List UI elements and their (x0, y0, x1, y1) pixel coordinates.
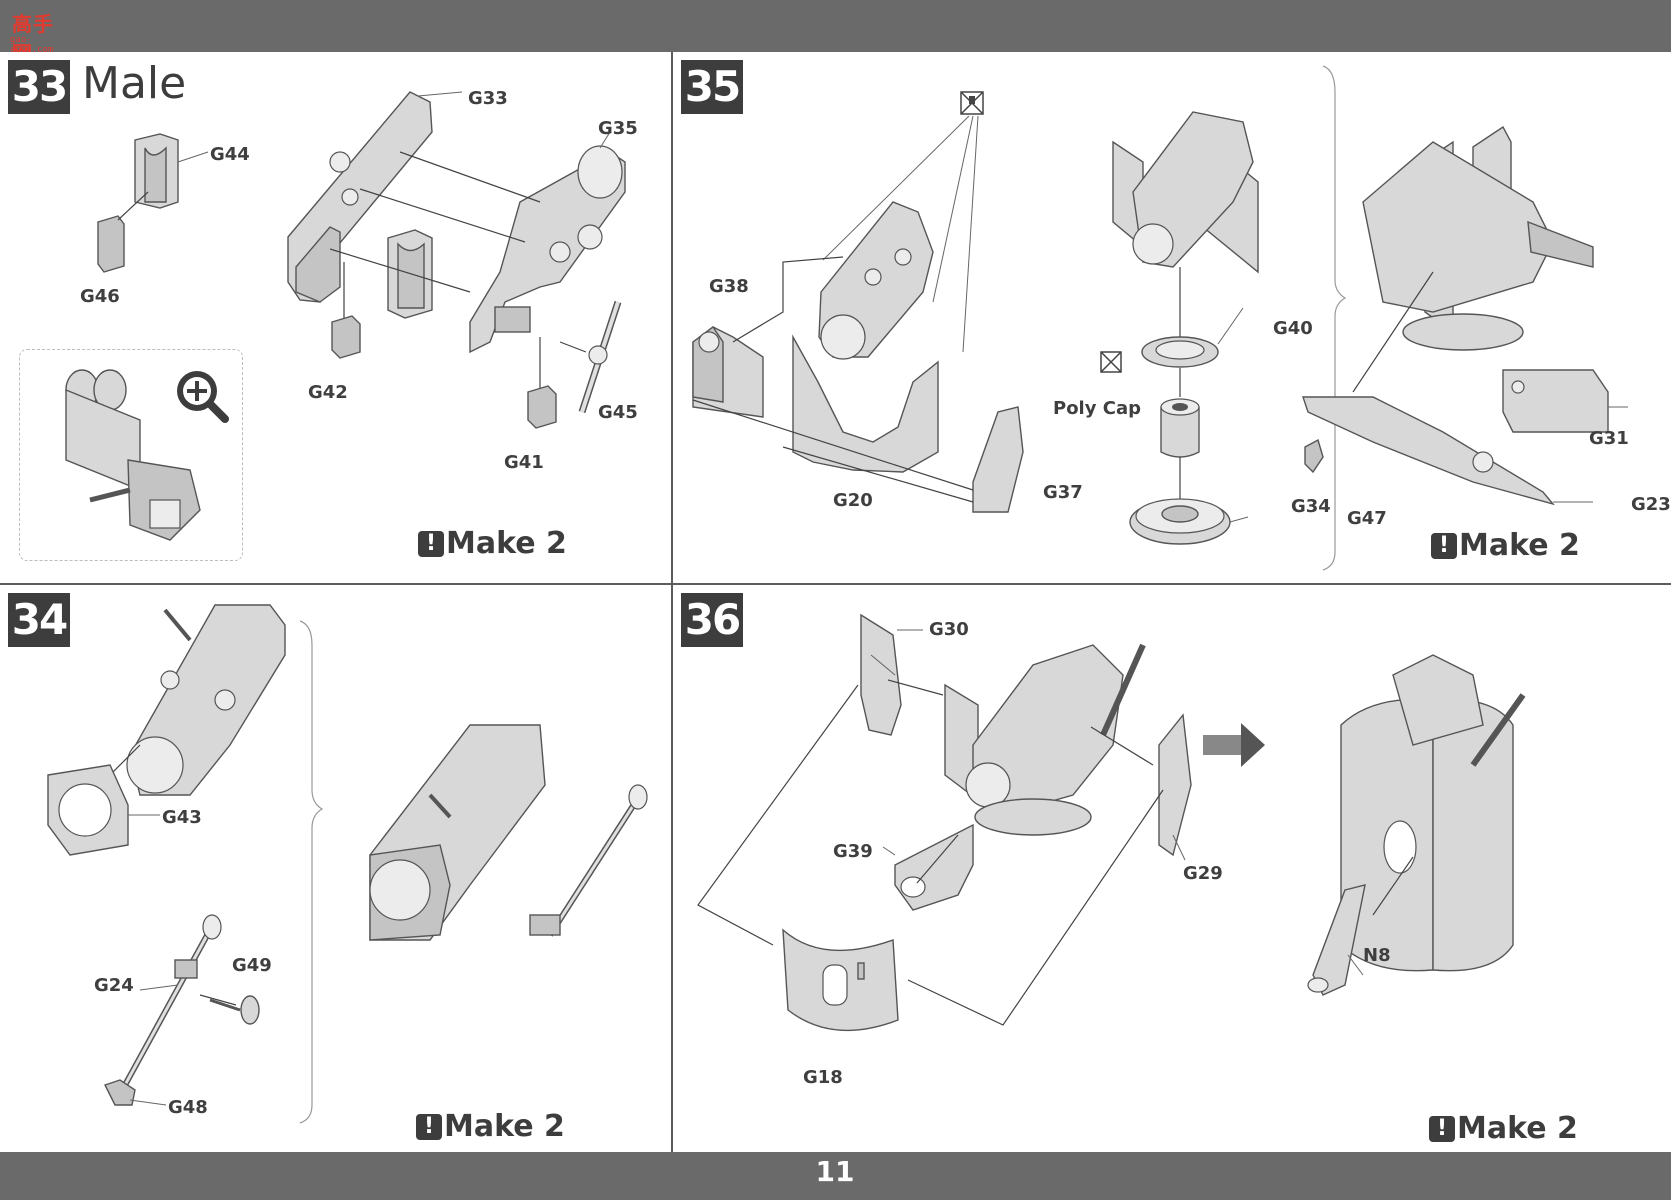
exclamation-icon: ! (418, 530, 444, 557)
part-g45-drawing (578, 300, 622, 414)
exclamation-icon: ! (1431, 532, 1457, 559)
step-33-drawing (97, 91, 626, 429)
part-g24-drawing (122, 914, 222, 1087)
page-number: 11 (815, 1155, 855, 1188)
step-number: 36 (681, 593, 743, 647)
part-g37-drawing (972, 406, 1024, 513)
part-g40-drawing (1141, 336, 1219, 368)
part-g31-drawing (1502, 369, 1609, 433)
step-number: 33 (8, 60, 70, 114)
label-g39: G39 (833, 841, 873, 862)
label-g38: G38 (709, 276, 749, 297)
part-g41-drawing (527, 385, 557, 429)
label-g46: G46 (80, 286, 120, 307)
label-g29: G29 (1183, 863, 1223, 884)
part-g42-drawing (331, 315, 361, 359)
label-g49: G49 (232, 955, 272, 976)
make-2-note: ! Make 2 (1429, 1111, 1578, 1146)
completed-gun-drawing (369, 724, 648, 941)
part-g46-drawing (97, 215, 125, 273)
step-title: Male (82, 58, 187, 109)
label-g34: G34 (1291, 496, 1331, 517)
label-g43: G43 (162, 807, 202, 828)
watermark-url: gao-shou.com (10, 35, 54, 55)
part-g49-drawing (209, 995, 260, 1025)
step-35-panel: 35 (673, 52, 1671, 583)
poly-cap-label: Poly Cap (1053, 398, 1141, 419)
make-2-note: ! Make 2 (418, 526, 567, 561)
part-g39-drawing (894, 823, 974, 911)
label-g45: G45 (598, 402, 638, 423)
part-g48-drawing (104, 1079, 136, 1106)
step-36-panel: 36 (673, 585, 1671, 1152)
gun-body-drawing (818, 201, 934, 360)
frame-assembly-drawing (287, 91, 433, 319)
watermark-logo: 高手网 gao-shou.com (4, 4, 70, 65)
label-g48: G48 (168, 1097, 208, 1118)
completed-turret-drawing (1340, 654, 1526, 972)
part-g43-drawing (47, 764, 129, 856)
part-g47-drawing (1304, 438, 1324, 474)
poly-cap-drawing (1160, 398, 1200, 458)
label-g20: G20 (833, 490, 873, 511)
step-36-drawing (697, 613, 1526, 1032)
label-g24: G24 (94, 975, 134, 996)
label-g23: G23 (1631, 494, 1671, 515)
part-g18-drawing (782, 928, 899, 1032)
label-g30: G30 (929, 619, 969, 640)
step-number: 34 (8, 593, 70, 647)
step-33-panel: 33 Male (0, 52, 671, 583)
gun-mount-drawing (1112, 111, 1259, 274)
step-number: 35 (681, 60, 743, 114)
top-bar (0, 0, 1671, 52)
magnify-plus-icon (177, 371, 229, 423)
label-g41: G41 (504, 452, 544, 473)
bottom-bar (0, 1152, 1671, 1200)
no-cement-icon (1100, 351, 1122, 373)
label-g44: G44 (210, 144, 250, 165)
label-g47: G47 (1347, 508, 1387, 529)
part-g34-drawing (1129, 498, 1231, 545)
label-g31: G31 (1589, 428, 1629, 449)
part-g44-drawing (134, 133, 179, 209)
no-cement-icon (960, 91, 984, 115)
label-g33: G33 (468, 88, 508, 109)
label-g37: G37 (1043, 482, 1083, 503)
step-34-drawing (47, 604, 648, 1124)
part-g20-drawing (792, 334, 939, 473)
label-g18: G18 (803, 1067, 843, 1088)
label-g40: G40 (1273, 318, 1313, 339)
exclamation-icon: ! (1429, 1115, 1455, 1142)
completed-mount-drawing (1362, 125, 1594, 351)
step-34-panel: 34 (0, 585, 671, 1152)
make-2-note: ! Make 2 (416, 1109, 565, 1144)
part-g23-drawing (1302, 396, 1555, 506)
gun-body-drawing (126, 604, 286, 796)
part-g29-drawing (1158, 713, 1192, 857)
detail-drawing (65, 369, 201, 541)
step-35-drawing (692, 65, 1628, 571)
make-2-note: ! Make 2 (1431, 528, 1580, 563)
part-g30-drawing (860, 613, 902, 736)
label-g42: G42 (308, 382, 348, 403)
label-n8: N8 (1363, 945, 1391, 966)
detail-zoom-box (19, 349, 243, 561)
right-arrow-icon (1203, 723, 1265, 767)
gun-assembly-drawing (944, 643, 1146, 836)
barrel-assembly-drawing (469, 145, 626, 354)
part-g38-drawing (692, 325, 764, 418)
part-n8-drawing (1307, 884, 1366, 996)
label-g35: G35 (598, 118, 638, 139)
exclamation-icon: ! (416, 1113, 442, 1140)
